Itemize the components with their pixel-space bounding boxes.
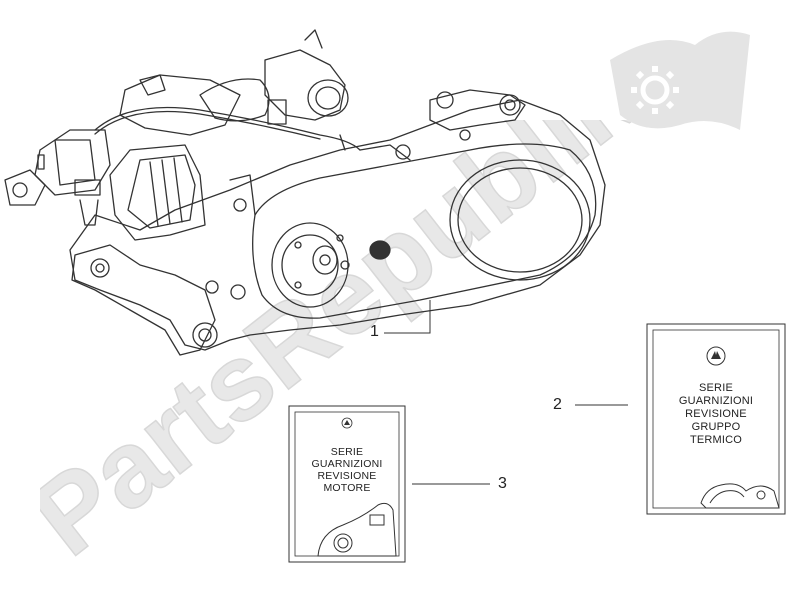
- kit-engine-line-2: GUARNIZIONI: [311, 458, 383, 470]
- kit-cylinder-line-3: REVISIONE: [685, 408, 747, 420]
- callout-label-2: 2: [553, 396, 562, 413]
- kit-cylinder-line-4: GRUPPO: [691, 421, 741, 433]
- kit-engine-line-4: MOTORE: [323, 482, 371, 494]
- piaggio-logo-icon: [341, 417, 353, 429]
- callout-label-1: 1: [370, 323, 379, 340]
- kit-cylinder-line-1: SERIE: [698, 382, 733, 394]
- callout-label-3: 3: [498, 475, 507, 492]
- gasket-kit-cylinder: [646, 323, 786, 515]
- gasket-kit-engine: [288, 405, 406, 563]
- kit-engine-line-1: SERIE: [330, 446, 364, 458]
- piaggio-logo-icon: [706, 346, 726, 366]
- gasket-kit-engine-text: SERIE GUARNIZIONI REVISIONE MOTORE: [288, 446, 406, 494]
- kit-engine-line-3: REVISIONE: [317, 470, 377, 482]
- kit-cylinder-line-5: TERMICO: [689, 434, 743, 446]
- callout-line-1: [384, 300, 431, 334]
- kit-cylinder-line-2: GUARNIZIONI: [678, 395, 754, 407]
- gear-icon: [610, 31, 750, 131]
- gasket-kit-cylinder-text: SERIE GUARNIZIONI REVISIONE GRUPPO TERMI…: [646, 382, 786, 447]
